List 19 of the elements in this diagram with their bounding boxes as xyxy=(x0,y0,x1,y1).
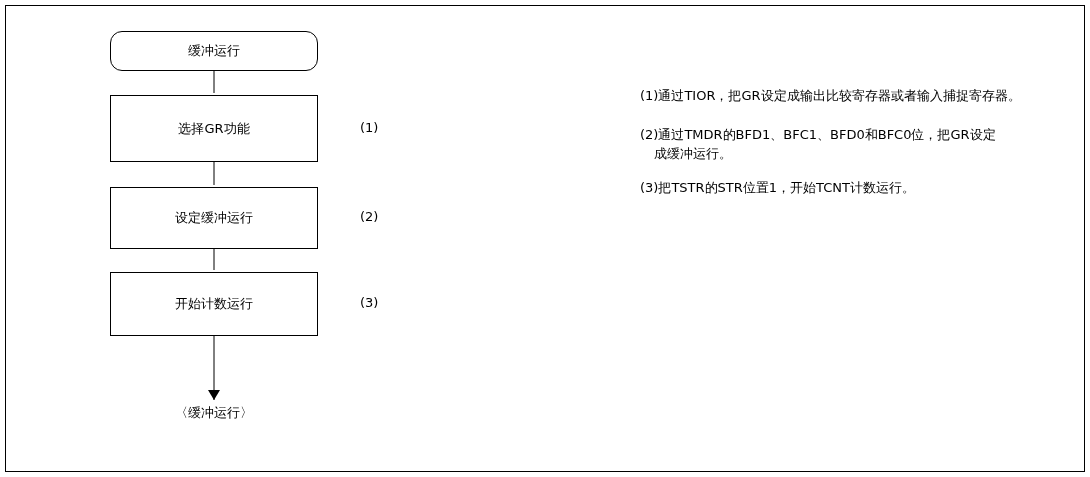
node-text: 设定缓冲运行 xyxy=(175,209,253,227)
arrow xyxy=(208,335,220,401)
node-text: 选择GR功能 xyxy=(178,119,250,138)
note-text: (1)通过TIOR，把GR设定成输出比较寄存器或者输入捕捉寄存器。 xyxy=(640,87,1022,105)
note-text: (2)通过TMDR的BFD1、BFC1、BFD0和BFC0位，把GR设定成缓冲运行。 xyxy=(640,126,997,163)
process-box xyxy=(110,187,318,249)
end-label: 〈缓冲运行〉 xyxy=(154,402,274,424)
process-box xyxy=(110,272,318,336)
node-text: 缓冲运行 xyxy=(188,42,240,60)
step-number: (3) xyxy=(360,295,379,310)
connector-line xyxy=(213,161,215,186)
connector-line xyxy=(213,70,215,94)
step-number: (1) xyxy=(360,119,379,135)
connector-line xyxy=(213,248,215,271)
note-text: (3)把TSTR的STR位置1，开始TCNT计数运行。 xyxy=(640,179,916,197)
node-text: 开始计数运行 xyxy=(175,295,253,313)
process-box xyxy=(110,95,318,162)
terminal-box xyxy=(110,31,318,71)
step-number: (2) xyxy=(360,209,379,224)
